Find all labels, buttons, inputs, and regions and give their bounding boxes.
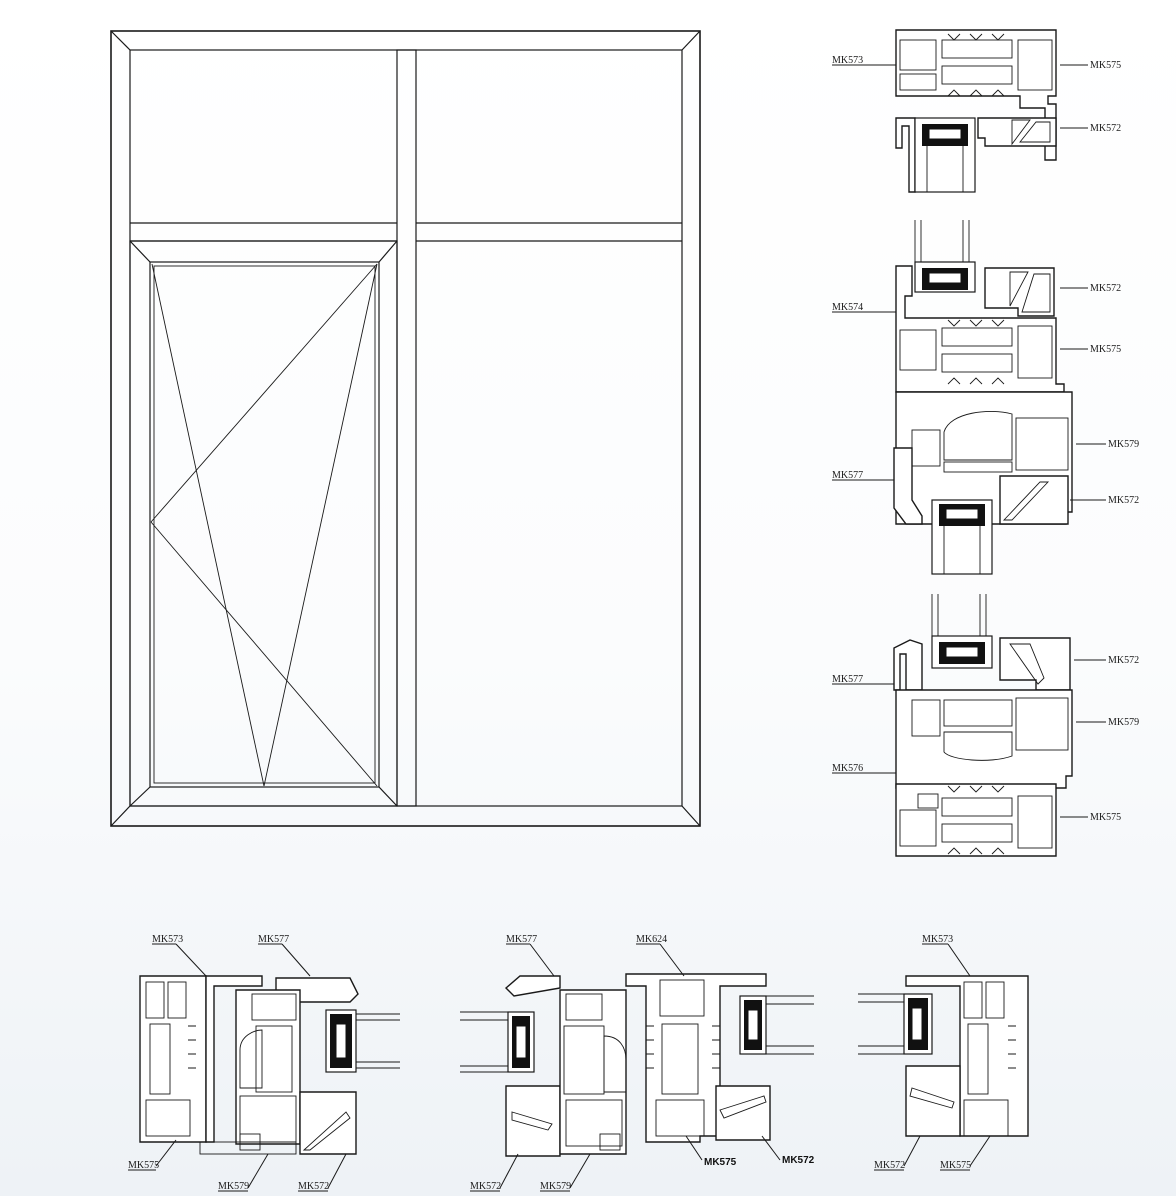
window-elevation bbox=[110, 30, 701, 827]
section-v3 bbox=[866, 594, 1106, 857]
label-v1-mk572: MK572 bbox=[1090, 123, 1121, 134]
section-h3 bbox=[858, 943, 1029, 1167]
label-v2-mk572: MK572 bbox=[1090, 283, 1121, 294]
label-h3-mk573: MK573 bbox=[922, 934, 953, 945]
label-v2-mk574: MK574 bbox=[832, 302, 863, 313]
label-v2-mk579: MK579 bbox=[1108, 439, 1139, 450]
outer-frame bbox=[110, 30, 701, 827]
section-v1 bbox=[866, 29, 1088, 193]
label-h2-mk624: MK624 bbox=[636, 934, 667, 945]
label-h1-mk577: MK577 bbox=[258, 934, 289, 945]
label-h3-mk575: MK575 bbox=[940, 1160, 971, 1171]
label-v3-mk572: MK572 bbox=[1108, 655, 1139, 666]
label-h1-mk579: MK579 bbox=[218, 1181, 249, 1192]
section-v2 bbox=[866, 220, 1106, 575]
label-h2-mk577: MK577 bbox=[506, 934, 537, 945]
label-v3-mk579: MK579 bbox=[1108, 717, 1139, 728]
label-h2-mk572: MK572 bbox=[470, 1181, 501, 1192]
label-v2-mk572b: MK572 bbox=[1108, 495, 1139, 506]
label-v1-mk575: MK575 bbox=[1090, 60, 1121, 71]
section-h2 bbox=[460, 943, 814, 1189]
label-v3-mk575: MK575 bbox=[1090, 812, 1121, 823]
label-v1-mk573: MK573 bbox=[832, 55, 863, 66]
label-v3-mk577: MK577 bbox=[832, 674, 863, 685]
label-h3-mk572: MK572 bbox=[874, 1160, 905, 1171]
sash-outer bbox=[129, 240, 398, 807]
sash-inner bbox=[149, 261, 380, 788]
label-h1-mk573: MK573 bbox=[152, 934, 183, 945]
section-h1 bbox=[139, 943, 400, 1189]
label-h1-mk572: MK572 bbox=[298, 1181, 329, 1192]
label-h1-mk575: MK575 bbox=[128, 1160, 159, 1171]
label-v3-mk576: MK576 bbox=[832, 763, 863, 774]
label-h2-mk579: MK579 bbox=[540, 1181, 571, 1192]
label-h2-mk572b: MK572 bbox=[782, 1155, 815, 1166]
callout-labels: MK573 MK575 MK572 MK574 MK572 MK575 MK57… bbox=[128, 55, 1139, 1192]
label-v2-mk577: MK577 bbox=[832, 470, 863, 481]
label-v2-mk575: MK575 bbox=[1090, 344, 1121, 355]
label-h2-mk575: MK575 bbox=[704, 1157, 737, 1168]
